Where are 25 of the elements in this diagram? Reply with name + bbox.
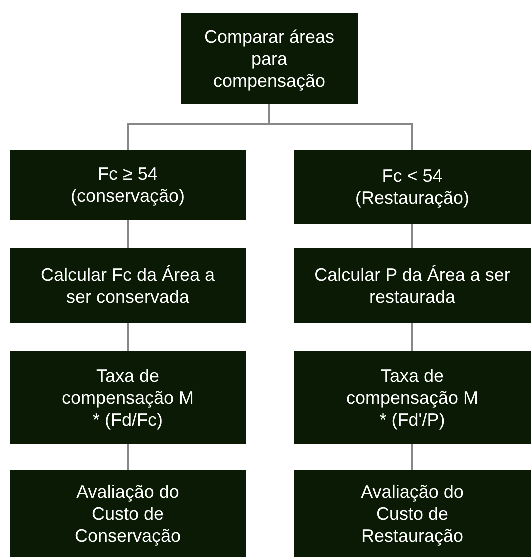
box-label: Taxa de compensação M * (Fd'/P) [345, 364, 480, 430]
connector-line [412, 323, 414, 351]
box-label: Comparar áreas para compensação [203, 26, 336, 92]
box-label: Fc < 54 (Restauração) [354, 165, 471, 209]
box-label: Avaliação do Custo de Restauração [360, 480, 465, 546]
box-label: Calcular Fc da Área a ser conservada [40, 264, 216, 308]
box-label: Avaliação do Custo de Conservação [74, 480, 182, 546]
connector-line [268, 104, 414, 150]
process-box [294, 150, 531, 224]
box-label: Fc ≥ 54 (conservação) [70, 163, 186, 207]
process-box [294, 248, 531, 323]
process-box [294, 351, 531, 444]
process-box [10, 470, 246, 557]
box-label: Taxa de compensação M * (Fd/Fc) [60, 364, 196, 430]
process-box [10, 248, 246, 323]
connector-line [127, 220, 129, 248]
connector-line [412, 444, 414, 470]
connector-line [127, 444, 129, 470]
connector-line [127, 323, 129, 351]
process-box [294, 470, 531, 557]
process-box [10, 351, 246, 444]
process-box [10, 150, 246, 220]
connector-line [412, 224, 414, 248]
process-box [181, 13, 358, 104]
box-label: Calcular P da Área a ser restaurada [314, 264, 512, 308]
